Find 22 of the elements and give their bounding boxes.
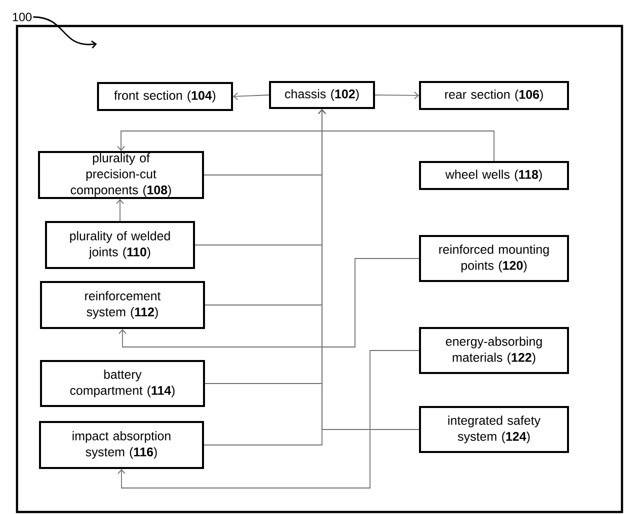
connector-arrow (374, 92, 419, 100)
connector-arrow (117, 130, 494, 162)
process-box: reinforced mounting points (120) (419, 235, 569, 282)
process-box: front section (104) (97, 82, 233, 111)
connector-arrow (116, 199, 124, 222)
process-box: plurality of precision-cut components (108) (38, 151, 204, 199)
connector-arrow (118, 258, 420, 348)
connector-arrow (318, 109, 420, 430)
reference-number: 100 (12, 12, 32, 22)
leader-arrow (33, 16, 97, 48)
process-box: plurality of welded joints (110) (45, 221, 195, 269)
process-box: chassis (102) (269, 81, 375, 109)
process-box: battery compartment (114) (40, 360, 205, 407)
process-box: energy-absorbing materials (122) (419, 327, 569, 374)
process-box: impact absorption system (116) (39, 421, 204, 469)
process-box: integrated safety system (124) (419, 406, 569, 453)
process-box: rear section (106) (419, 81, 569, 110)
connector-arrow (118, 350, 420, 488)
connector-arrow (233, 92, 270, 100)
process-box: wheel wells (118) (419, 161, 569, 190)
process-box: reinforcement system (112) (40, 281, 205, 329)
frame-box (16, 24, 624, 514)
